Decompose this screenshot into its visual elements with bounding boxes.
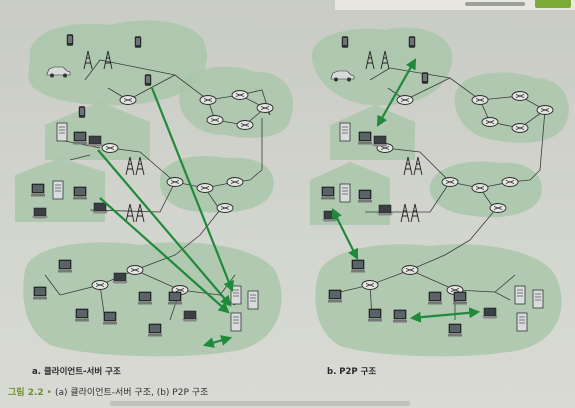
global-isp-cloud <box>179 66 294 138</box>
panel-b-p2p <box>310 27 569 357</box>
caption-bullet: • <box>46 388 52 398</box>
figure-caption: 그림 2.2•(a) 클라이언트-서버 구조, (b) P2P 구조 <box>8 385 208 398</box>
figure-number: 그림 2.2 <box>8 388 44 398</box>
arrow-p2p-enterprise <box>332 208 358 260</box>
panel-a-client-server <box>15 20 294 357</box>
page-header-strip <box>335 0 575 10</box>
datacenter-cloud <box>23 242 282 357</box>
header-text-blur <box>465 2 525 6</box>
page-number-tab <box>535 0 571 8</box>
arrow-datacenter-bidir <box>202 335 233 348</box>
arrow-enterprise-to-server <box>99 197 230 314</box>
home-network-house <box>45 102 150 160</box>
regional-isp-cloud <box>159 156 274 213</box>
arrow-router-to-server <box>97 149 232 307</box>
figure-caption-text: (a) 클라이언트-서버 구조, (b) P2P 구조 <box>54 388 209 398</box>
cut-off-body-text <box>110 401 410 406</box>
panel-a-label: a. 클라이언트-서버 구조 <box>32 367 121 377</box>
arrow-p2p-mobile <box>376 58 417 127</box>
global-isp-cloud-b <box>454 72 569 143</box>
arrow-phone-to-server <box>150 87 234 293</box>
arrow-p2p-datacenter <box>409 307 481 323</box>
panel-b-label: b. P2P 구조 <box>327 367 377 377</box>
